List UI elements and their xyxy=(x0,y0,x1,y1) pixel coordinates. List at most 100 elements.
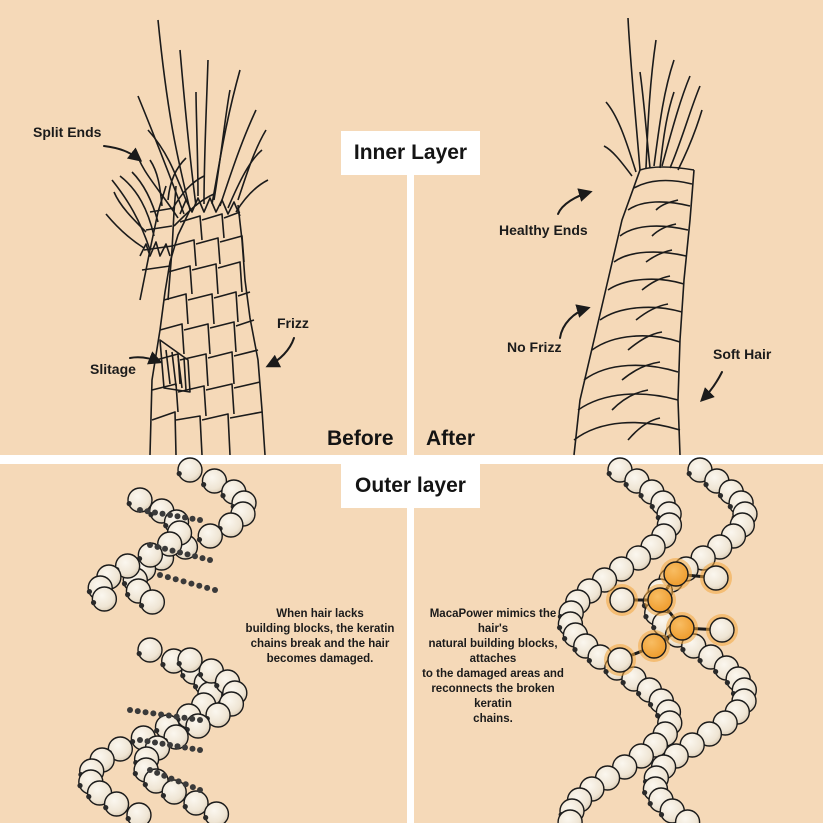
broken-bond-dot xyxy=(152,739,158,746)
bead xyxy=(126,802,152,823)
broken-bond-dot xyxy=(173,713,180,720)
bead-link-dot xyxy=(160,793,166,799)
broken-bond-dot xyxy=(189,745,196,752)
after-title: After xyxy=(426,427,476,450)
bead xyxy=(177,457,203,483)
macapower-molecule xyxy=(604,558,738,676)
bead xyxy=(177,647,203,673)
frizz-label: Frizz xyxy=(277,315,309,331)
broken-bond-dot xyxy=(189,515,196,522)
before-caption: When hair lacks building blocks, the ker… xyxy=(240,607,400,667)
bead-link-dot xyxy=(647,702,654,708)
bead xyxy=(139,589,166,615)
broken-bond-dot xyxy=(157,572,163,578)
bead-link-dot xyxy=(125,816,131,822)
soft-hair-label: Soft Hair xyxy=(713,346,772,362)
bead xyxy=(114,553,141,579)
bead-link-dot xyxy=(606,471,612,477)
label-arrows xyxy=(103,145,723,402)
broken-bond-dot xyxy=(164,574,171,581)
broken-bond-dot xyxy=(181,714,188,721)
broken-bond-dot xyxy=(144,508,151,515)
broken-bond-dot xyxy=(197,787,203,793)
molecule-node xyxy=(703,565,729,591)
after-caption-line: MacaPower mimics the hair's xyxy=(429,608,557,635)
bead-link-dot xyxy=(176,661,182,667)
split-ends-label: Split Ends xyxy=(33,124,102,140)
bead-link-dot xyxy=(163,523,169,529)
broken-bond-dot xyxy=(197,717,203,723)
before-caption-line: chains break and the hair xyxy=(250,638,390,650)
vertical-divider-bottom xyxy=(407,464,414,823)
bead xyxy=(183,790,209,816)
bead-link-dot xyxy=(686,471,692,477)
bead-link-dot xyxy=(214,683,220,689)
broken-bond-dot xyxy=(204,584,211,591)
bead-link-dot xyxy=(658,812,665,818)
broken-bond-dot xyxy=(154,543,161,550)
after-caption-line: natural building blocks, attaches xyxy=(428,638,558,665)
bead-link-dot xyxy=(196,537,203,543)
broken-keratin-chains xyxy=(77,457,257,823)
broken-bond-dot xyxy=(207,557,213,563)
broken-bond-dot xyxy=(152,509,158,516)
bead xyxy=(201,468,228,494)
no-frizz-label: No Frizz xyxy=(507,339,562,355)
broken-bond-dot xyxy=(134,708,141,715)
bead-link-dot xyxy=(126,501,132,507)
before-caption-line: building blocks, the keratin xyxy=(245,623,395,635)
bead xyxy=(161,779,187,805)
broken-bond-dot xyxy=(182,514,188,521)
bead-link-dot xyxy=(201,482,207,488)
bead-link-dot xyxy=(160,662,166,668)
bead-link-dot xyxy=(703,482,709,488)
outer-layer-label: Outer layer xyxy=(341,464,480,508)
bead xyxy=(137,637,163,663)
broken-bond-dot xyxy=(142,709,149,716)
slitage-label: Slitage xyxy=(90,361,136,377)
bead xyxy=(205,702,231,728)
bead-link-dot xyxy=(132,771,138,777)
inner-layer-label: Inner Layer xyxy=(341,131,480,175)
broken-bond-dot xyxy=(137,737,143,743)
bead-link-dot xyxy=(103,805,109,811)
broken-bond-dot xyxy=(212,587,218,593)
bead-link-dot xyxy=(154,728,160,734)
before-caption-line: becomes damaged. xyxy=(266,653,374,665)
broken-bond-dot xyxy=(196,582,203,589)
molecule-node xyxy=(669,615,695,641)
broken-bond-dot xyxy=(182,781,189,788)
before-title: Before xyxy=(327,427,394,450)
broken-bond-dot xyxy=(189,715,196,722)
bead-link-dot xyxy=(647,801,653,807)
broken-bond-dot xyxy=(197,747,203,753)
broken-bond-dot xyxy=(174,743,181,750)
bead-link-dot xyxy=(121,581,128,587)
bead-link-dot xyxy=(192,684,199,690)
broken-bond-dot xyxy=(175,778,182,785)
broken-bond-dot xyxy=(169,547,176,554)
bead-link-dot xyxy=(603,669,609,675)
molecule-node xyxy=(641,633,667,659)
bead-link-dot xyxy=(717,493,724,499)
broken-bond-dot xyxy=(158,711,165,718)
bead-link-dot xyxy=(562,636,568,642)
reconnected-keratin-chains xyxy=(556,457,758,823)
damaged-hair-illustration xyxy=(105,19,269,456)
broken-bond-dot xyxy=(167,742,173,748)
bead-link-dot xyxy=(638,493,644,499)
broken-bond-dot xyxy=(192,553,198,560)
bead-link-dot xyxy=(727,504,733,510)
broken-bond-dot xyxy=(159,740,166,747)
bead-link-dot xyxy=(643,614,649,620)
bead-link-dot xyxy=(176,471,182,477)
bead-link-dot xyxy=(180,673,186,679)
molecule-node xyxy=(609,587,635,613)
broken-bond-dot xyxy=(165,712,172,719)
after-caption-line: reconnects the broken keratin xyxy=(431,683,555,710)
broken-bond-dot xyxy=(189,784,196,791)
after-caption-line: to the damaged areas and xyxy=(422,668,564,680)
bead-link-dot xyxy=(90,600,97,606)
after-caption-line: chains. xyxy=(473,713,513,725)
